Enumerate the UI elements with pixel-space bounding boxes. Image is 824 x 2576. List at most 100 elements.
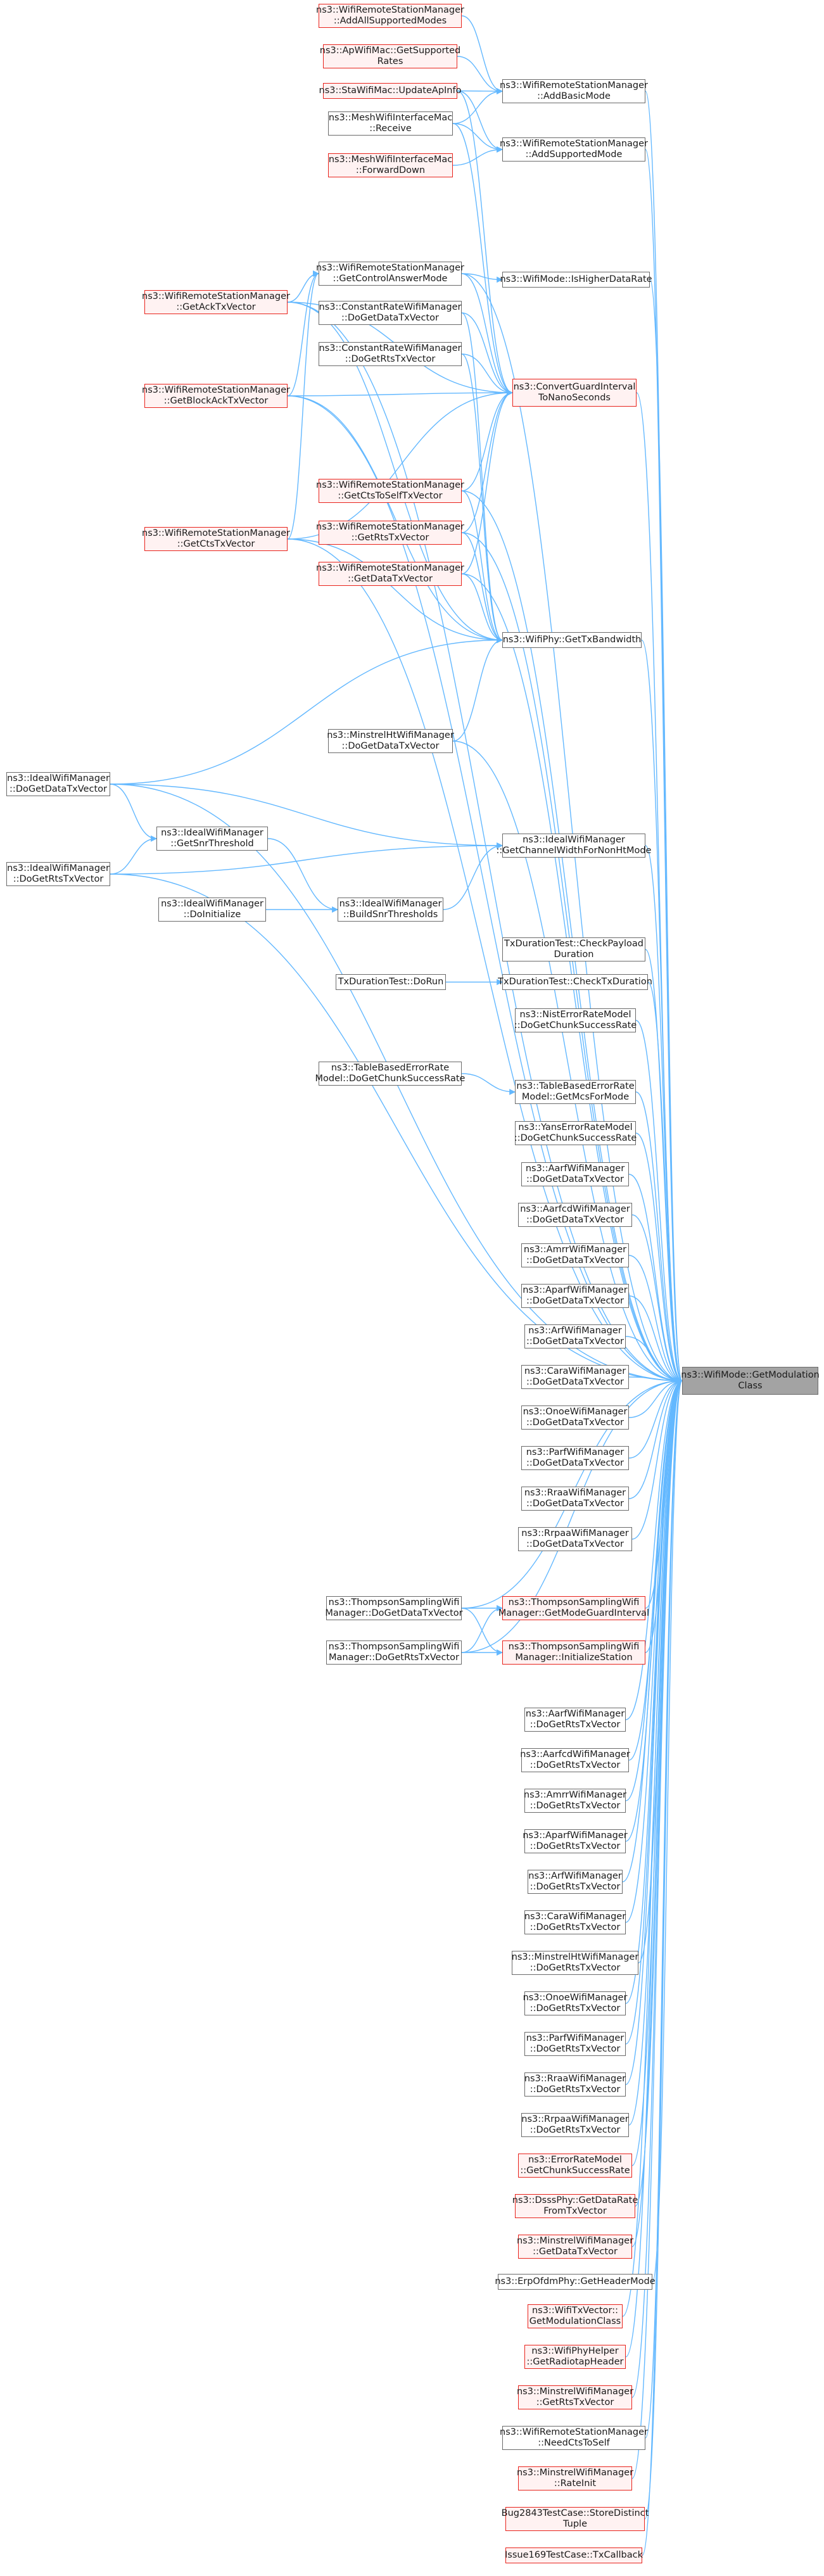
call-edge [452,123,503,153]
graph-node-minstdata[interactable]: ns3::MinstrelHtWifiManager ::DoGetDataTx… [327,729,454,753]
call-edge [452,740,683,1384]
graph-node-aarfdata[interactable]: ns3::AarfWifiManager ::DoGetDataTxVector [521,1162,629,1186]
graph-node-chwidth[interactable]: ns3::IdealWifiManager ::GetChannelWidthF… [497,834,651,858]
graph-node-aarfcddata[interactable]: ns3::AarfcdWifiManager ::DoGetDataTxVect… [518,1203,632,1227]
graph-node-rrpaadata[interactable]: ns3::RrpaaWifiManager ::DoGetDataTxVecto… [518,1527,632,1551]
graph-node-dorun[interactable]: TxDurationTest::DoRun [336,974,446,990]
call-edge [647,981,683,1384]
call-edge [457,88,503,94]
graph-node-datavec[interactable]: ns3::WifiRemoteStationManager ::GetDataT… [316,562,464,586]
graph-node-addall[interactable]: ns3::WifiRemoteStationManager ::AddAllSu… [316,4,464,28]
call-edge [645,149,683,1384]
graph-node-doinit[interactable]: ns3::IdealWifiManager ::DoInitialize [158,898,266,922]
graph-node-erp[interactable]: ns3::ErpOfdmPhy::GetHeaderMode [495,2274,656,2290]
graph-node-buildsnr[interactable]: ns3::IdealWifiManager ::BuildSnrThreshol… [338,898,443,922]
graph-node-tsrts[interactable]: ns3::ThompsonSamplingWifi Manager::DoGet… [326,1640,462,1665]
node-label: ns3::IdealWifiManager ::DoGetRtsTxVector [7,863,110,884]
node-label: ns3::CaraWifiManager ::DoGetRtsTxVector [524,1912,626,1932]
node-label: ns3::ThompsonSamplingWifi Manager::GetMo… [498,1597,650,1618]
graph-node-rtsvec[interactable]: ns3::WifiRemoteStationManager ::GetRtsTx… [316,521,464,545]
graph-node-radiotap[interactable]: ns3::WifiPhyHelper ::GetRadiotapHeader [524,2345,626,2369]
graph-node-cararts[interactable]: ns3::CaraWifiManager ::DoGetRtsTxVector [524,1910,626,1934]
call-edge [635,1091,683,1384]
graph-node-apgetsup[interactable]: ns3::ApWifiMac::GetSupported Rates [320,44,460,68]
graph-node-caradata[interactable]: ns3::CaraWifiManager ::DoGetDataTxVector [521,1365,629,1389]
node-label: ns3::TableBasedErrorRate Model::DoGetChu… [315,1063,466,1084]
graph-node-arfrts[interactable]: ns3::ArfWifiManager ::DoGetRtsTxVector [528,1870,623,1894]
graph-node-staupd[interactable]: ns3::StaWifiMac::UpdateApInfo [319,83,461,99]
graph-node-addsupp[interactable]: ns3::WifiRemoteStationManager ::AddSuppo… [500,137,648,162]
graph-node-needcts[interactable]: ns3::WifiRemoteStationManager ::NeedCtsT… [500,2426,648,2450]
graph-node-tsinit[interactable]: ns3::ThompsonSamplingWifi Manager::Initi… [502,1640,645,1665]
graph-node-aparfdata[interactable]: ns3::AparfWifiManager ::DoGetDataTxVecto… [521,1284,629,1308]
graph-node-tablechunk[interactable]: ns3::TableBasedErrorRate Model::DoGetChu… [315,1062,465,1086]
graph-node-addbasic[interactable]: ns3::WifiRemoteStationManager ::AddBasic… [500,79,648,103]
call-edge [461,273,503,283]
node-label: ns3::AparfWifiManager ::DoGetRtsTxVector [523,1830,628,1851]
graph-node-parfrts[interactable]: ns3::ParfWifiManager ::DoGetRtsTxVector [524,2032,626,2056]
graph-node-txvecmod[interactable]: ns3::WifiTxVector:: GetModulationClass [528,2304,623,2328]
graph-node-minstgetrts[interactable]: ns3::MinstrelWifiManager ::GetRtsTxVecto… [517,2385,633,2409]
graph-node-convgi[interactable]: ns3::ConvertGuardInterval ToNanoSeconds [512,379,637,407]
graph-node-ctrlans[interactable]: ns3::WifiRemoteStationManager ::GetContr… [316,262,464,286]
graph-node-issue169[interactable]: Issue169TestCase::TxCallback [505,2547,643,2563]
graph-node-rraadata[interactable]: ns3::RraaWifiManager ::DoGetDataTxVector [521,1487,629,1511]
graph-node-rrpaarts[interactable]: ns3::RrpaaWifiManager ::DoGetRtsTxVector [521,2113,629,2137]
graph-node-ctsvec[interactable]: ns3::WifiRemoteStationManager ::GetCtsTx… [142,527,290,551]
graph-node-higher[interactable]: ns3::WifiMode::IsHigherDataRate [500,272,652,288]
graph-node-checktx[interactable]: TxDurationTest::CheckTxDuration [498,974,652,990]
call-edge [628,1255,683,1384]
call-edge [457,56,503,94]
graph-node-amrrrts[interactable]: ns3::AmrrWifiManager ::DoGetRtsTxVector [524,1789,626,1813]
node-label: ns3::ThompsonSamplingWifi Manager::DoGet… [328,1642,460,1663]
graph-node-rraarts[interactable]: ns3::RraaWifiManager ::DoGetRtsTxVector [524,2072,626,2097]
graph-node-aparfrts[interactable]: ns3::AparfWifiManager ::DoGetRtsTxVector [523,1829,628,1853]
graph-node-errchunk[interactable]: ns3::ErrorRateModel ::GetChunkSuccessRat… [518,2154,632,2178]
graph-node-meshrecv[interactable]: ns3::MeshWifiInterfaceMac ::Receive [328,111,453,136]
graph-node-tablemcs[interactable]: ns3::TableBasedErrorRate Model::GetMcsFo… [515,1080,636,1104]
graph-node-blockack[interactable]: ns3::WifiRemoteStationManager ::GetBlock… [142,384,290,408]
node-label: ns3::ParfWifiManager ::DoGetDataTxVector [526,1447,624,1468]
graph-node-ctstoself[interactable]: ns3::WifiRemoteStationManager ::GetCtsTo… [316,479,464,503]
focus-node: ns3::WifiMode::GetModulation Class [681,1367,820,1395]
graph-node-minstrts[interactable]: ns3::MinstrelHtWifiManager ::DoGetRtsTxV… [512,1951,638,1975]
graph-node-snrthr[interactable]: ns3::IdealWifiManager ::GetSnrThreshold [156,827,268,851]
call-edge [461,390,513,574]
node-label: ns3::OnoeWifiManager ::DoGetDataTxVector [523,1407,628,1428]
node-label: ns3::WifiMode::GetModulation Class [681,1370,820,1391]
graph-node-aarfcdrts[interactable]: ns3::AarfcdWifiManager ::DoGetRtsTxVecto… [520,1748,630,1772]
graph-node-parfdata[interactable]: ns3::ParfWifiManager ::DoGetDataTxVector [521,1446,629,1470]
call-edge [287,270,319,397]
graph-node-yans[interactable]: ns3::YansErrorRateModel ::DoGetChunkSucc… [514,1121,637,1145]
graph-node-arfdata[interactable]: ns3::ArfWifiManager ::DoGetDataTxVector [524,1324,626,1348]
graph-node-ackvec[interactable]: ns3::WifiRemoteStationManager ::GetAckTx… [142,290,290,314]
graph-node-tsdata[interactable]: ns3::ThompsonSamplingWifi Manager::DoGet… [325,1596,463,1620]
node-label: ns3::ArfWifiManager ::DoGetDataTxVector [526,1326,624,1347]
graph-node-idealrts[interactable]: ns3::IdealWifiManager ::DoGetRtsTxVector [6,862,110,886]
call-edge [461,1378,683,1653]
call-edge [645,845,683,1384]
call-edge [636,392,683,1384]
graph-node-minstgetdata[interactable]: ns3::MinstrelWifiManager ::GetDataTxVect… [517,2235,633,2259]
call-edge [287,538,503,644]
call-edge [287,270,319,540]
call-edge [628,1295,683,1384]
graph-node-crdata[interactable]: ns3::ConstantRateWifiManager ::DoGetData… [319,301,462,325]
graph-node-meshfwd[interactable]: ns3::MeshWifiInterfaceMac ::ForwardDown [328,153,453,177]
graph-node-tsgi[interactable]: ns3::ThompsonSamplingWifi Manager::GetMo… [498,1596,649,1620]
call-edge [625,1378,683,1720]
graph-node-nist[interactable]: ns3::NistErrorRateModel ::DoGetChunkSucc… [514,1008,637,1032]
call-edge [625,1378,683,2085]
graph-node-onoerts[interactable]: ns3::OnoeWifiManager ::DoGetRtsTxVector [523,1991,627,2015]
graph-node-aarfrts[interactable]: ns3::AarfWifiManager ::DoGetRtsTxVector [524,1708,626,1732]
graph-node-crrts[interactable]: ns3::ConstantRateWifiManager ::DoGetRtsT… [319,342,462,366]
call-edge [461,573,503,644]
graph-node-txbw[interactable]: ns3::WifiPhy::GetTxBandwidth [502,632,642,648]
graph-node-rateinit[interactable]: ns3::MinstrelWifiManager ::RateInit [517,2466,633,2490]
graph-node-amrrdata[interactable]: ns3::AmrrWifiManager ::DoGetDataTxVector [521,1243,629,1267]
graph-node-payload[interactable]: TxDurationTest::CheckPayload Duration [502,937,645,961]
graph-node-bug2843[interactable]: Bug2843TestCase::StoreDistinct Tuple [502,2507,649,2531]
graph-node-idealdata[interactable]: ns3::IdealWifiManager ::DoGetDataTxVecto… [6,772,110,796]
graph-node-dsss[interactable]: ns3::DsssPhy::GetDataRate FromTxVector [512,2194,638,2218]
graph-node-onoedata[interactable]: ns3::OnoeWifiManager ::DoGetDataTxVector [521,1405,629,1430]
